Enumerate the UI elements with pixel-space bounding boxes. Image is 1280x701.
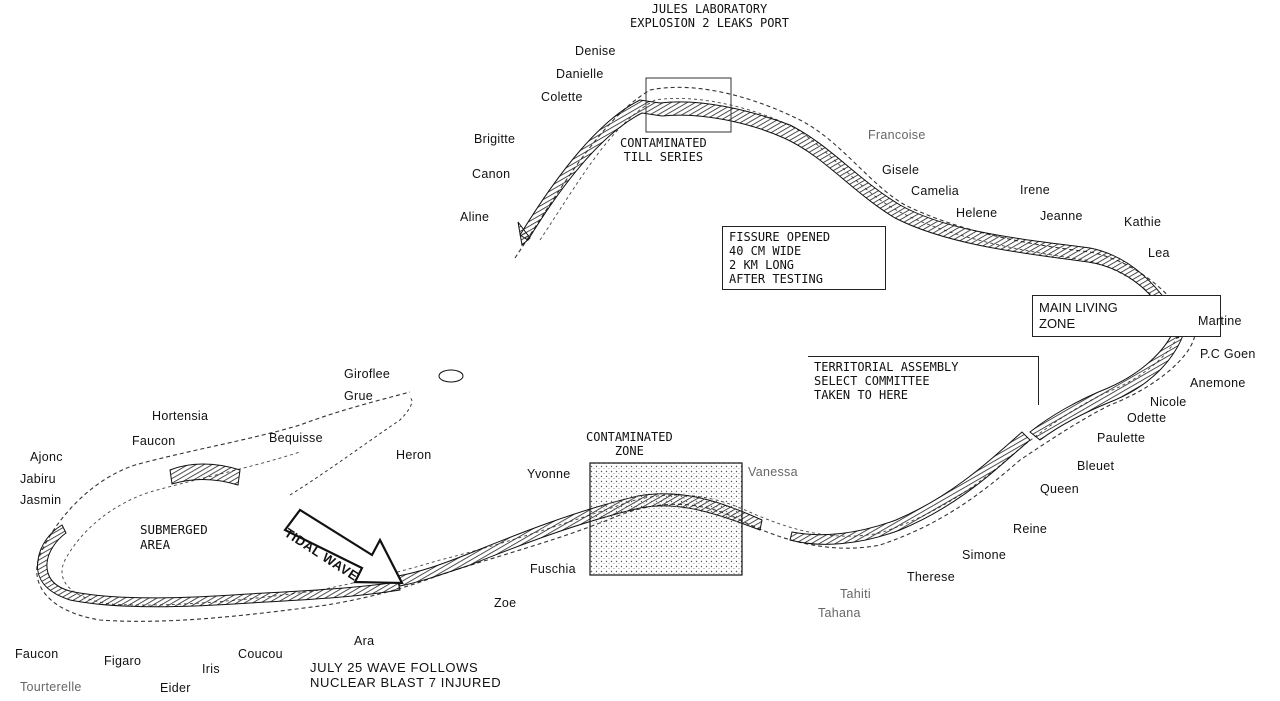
label-jeanne: Jeanne	[1040, 209, 1083, 223]
land-east-arc	[1029, 327, 1186, 441]
label-therese: Therese	[907, 570, 955, 584]
label-helene: Helene	[956, 206, 998, 220]
label-faucon-south: Faucon	[15, 647, 59, 661]
label-jasmin: Jasmin	[20, 493, 62, 507]
label-bleuet: Bleuet	[1077, 459, 1115, 473]
lab-line2: EXPLOSION 2 LEAKS PORT	[630, 16, 789, 30]
terr-line1: TERRITORIAL ASSEMBLY	[814, 360, 959, 374]
label-coucou: Coucou	[238, 647, 283, 661]
lab-heading: JULES LABORATORY EXPLOSION 2 LEAKS PORT	[630, 2, 789, 30]
label-camelia: Camelia	[911, 184, 959, 198]
label-nicole: Nicole	[1150, 395, 1187, 409]
fissure-line3: 2 KM LONG	[729, 258, 795, 272]
label-brigitte: Brigitte	[474, 132, 516, 146]
aline-tail	[517, 221, 531, 246]
july-note: JULY 25 WAVE FOLLOWS NUCLEAR BLAST 7 INJ…	[310, 660, 501, 690]
label-tourterelle: Tourterelle	[20, 680, 82, 694]
giroflee-islet	[438, 369, 464, 383]
label-colette: Colette	[541, 90, 583, 104]
label-paulette: Paulette	[1097, 431, 1146, 445]
label-reine: Reine	[1013, 522, 1048, 536]
label-fuschia: Fuschia	[530, 562, 576, 576]
land-hortensia	[169, 463, 241, 486]
label-gisele: Gisele	[882, 163, 920, 177]
main-living-zone: MAIN LIVING ZONE	[1032, 295, 1221, 337]
lab-line1: JULES LABORATORY	[651, 2, 768, 16]
cz-line1: CONTAMINATED	[586, 430, 673, 444]
july-line1: JULY 25 WAVE FOLLOWS	[310, 660, 479, 675]
submerged-line1: SUBMERGED	[140, 522, 208, 537]
label-tahana: Tahana	[818, 606, 861, 620]
label-odette: Odette	[1127, 411, 1167, 425]
label-danielle: Danielle	[556, 67, 604, 81]
label-eider: Eider	[160, 681, 191, 695]
label-jabiru: Jabiru	[20, 472, 56, 486]
label-vanessa: Vanessa	[748, 465, 798, 479]
label-bequisse: Bequisse	[269, 431, 323, 445]
fissure-line1: FISSURE OPENED	[729, 230, 831, 244]
label-zoe: Zoe	[494, 596, 517, 610]
label-queen: Queen	[1040, 482, 1080, 496]
submerged-label: SUBMERGED AREA	[140, 522, 208, 552]
till-line1: CONTAMINATED	[620, 136, 707, 150]
fissure-line4: AFTER TESTING	[729, 272, 823, 286]
cz-line2: ZONE	[614, 444, 644, 458]
label-denise: Denise	[575, 44, 616, 58]
label-simone: Simone	[962, 548, 1007, 562]
tidal-wave-arrow	[283, 508, 404, 585]
label-faucon: Faucon	[132, 434, 176, 448]
label-irene: Irene	[1020, 183, 1050, 197]
till-series-label: CONTAMINATED TILL SERIES	[620, 136, 707, 164]
label-aline: Aline	[460, 210, 490, 224]
till-line2: TILL SERIES	[623, 150, 704, 164]
label-tahiti: Tahiti	[840, 587, 871, 601]
mlz-line2: ZONE	[1039, 316, 1076, 331]
july-line2: NUCLEAR BLAST 7 INJURED	[310, 675, 502, 690]
label-anemone: Anemone	[1190, 376, 1246, 390]
fissure-line2: 40 CM WIDE	[729, 244, 802, 258]
grue-trail	[289, 397, 413, 496]
label-heron: Heron	[396, 448, 432, 462]
label-hortensia: Hortensia	[152, 409, 209, 423]
contaminated-zone-label: CONTAMINATED ZONE	[586, 430, 673, 458]
label-canon: Canon	[472, 167, 511, 181]
terr-line3: TAKEN TO HERE	[814, 388, 908, 402]
submerged-line2: AREA	[140, 537, 171, 552]
label-lea: Lea	[1148, 246, 1170, 260]
label-figaro: Figaro	[104, 654, 142, 668]
label-ajonc: Ajonc	[30, 450, 63, 464]
label-iris: Iris	[202, 662, 220, 676]
label-pc-goen: P.C Goen	[1200, 347, 1256, 361]
contaminated-zone-box	[589, 462, 743, 576]
label-francoise: Francoise	[868, 128, 926, 142]
territorial-note: TERRITORIAL ASSEMBLY SELECT COMMITTEE TA…	[808, 356, 1039, 405]
label-kathie: Kathie	[1124, 215, 1162, 229]
label-grue: Grue	[344, 389, 373, 403]
label-yvonne: Yvonne	[527, 467, 571, 481]
till-series-box	[645, 77, 732, 133]
land-south-east	[789, 431, 1031, 545]
label-martine: Martine	[1198, 314, 1242, 328]
label-giroflee: Giroflee	[344, 367, 391, 381]
fissure-note: FISSURE OPENED 40 CM WIDE 2 KM LONG AFTE…	[722, 226, 886, 290]
terr-line2: SELECT COMMITTEE	[814, 374, 930, 388]
reef-outer-edge	[36, 86, 1196, 622]
land-southwest	[36, 524, 401, 608]
mlz-line1: MAIN LIVING	[1039, 300, 1118, 315]
label-ara: Ara	[354, 634, 375, 648]
